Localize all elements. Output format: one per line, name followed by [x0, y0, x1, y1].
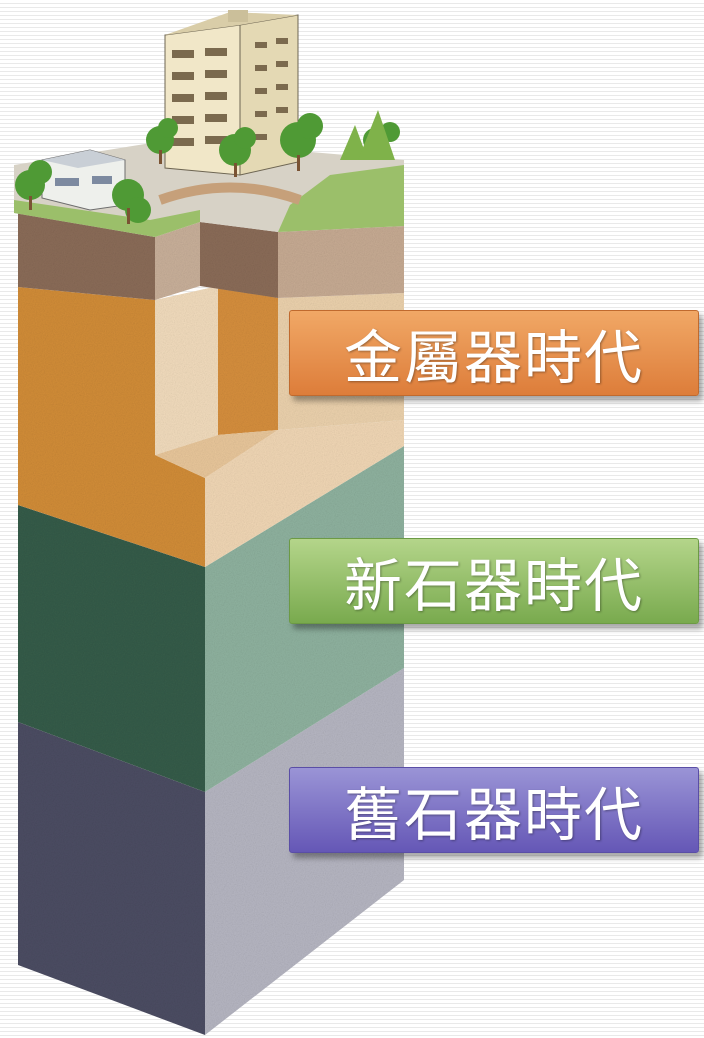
- trees: [15, 110, 400, 224]
- label-metal-age: 金屬器時代: [289, 310, 699, 396]
- label-paleolithic-text: 舊石器時代: [343, 781, 644, 849]
- label-neolithic-text: 新石器時代: [343, 552, 644, 620]
- label-neolithic: 新石器時代: [289, 538, 699, 624]
- label-metal-age-text: 金屬器時代: [343, 324, 644, 392]
- small-house: [41, 149, 126, 211]
- layer-topsoil: [18, 213, 404, 300]
- label-paleolithic: 舊石器時代: [289, 767, 699, 853]
